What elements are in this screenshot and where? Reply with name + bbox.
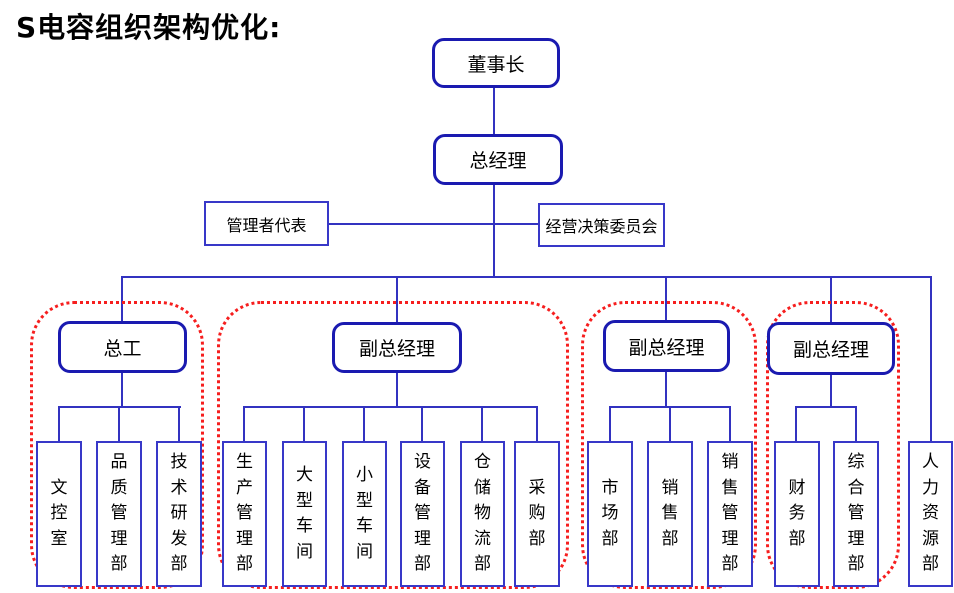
connector-child-drop [795,406,797,441]
node-deputy-gm-2: 副总经理 [603,320,730,372]
connector-bus-drop-4 [830,277,832,323]
connector-children-2 [243,406,538,408]
leaf-large-workshop: 大型车间 [282,441,327,587]
leaf-sales-management: 销售管理部 [707,441,753,587]
group-outline-4 [766,301,900,589]
leaf-sales: 销售部 [647,441,693,587]
connector-child-drop [536,406,538,441]
connector-child-drop [669,406,671,441]
connector-child-drop [609,406,611,441]
leaf-warehouse-logistics: 仓储物流部 [460,441,505,587]
leaf-label: 大型车间 [295,465,313,562]
connector-child-drop [178,406,180,441]
connector-child-drop [421,406,423,441]
leaf-label: 技术研发部 [170,452,188,575]
leaf-label: 文控室 [50,477,68,549]
leaf-label: 销售部 [661,477,679,549]
leaf-marketing: 市场部 [587,441,633,587]
node-decision-committee: 经营决策委员会 [538,203,665,247]
connector-head-drop-4 [830,374,832,408]
node-deputy-gm-3: 副总经理 [767,322,895,375]
page-title: S电容组织架构优化: [16,11,282,44]
connector-bus-drop-1 [121,277,123,322]
connector-gm-bus [493,185,495,278]
leaf-label: 小型车间 [355,465,373,562]
connector-child-drop [243,406,245,441]
node-deputy-gm-1: 副总经理 [332,322,462,373]
group-outline-3 [581,301,757,589]
connector-head-drop-2 [396,371,398,408]
leaf-equipment-management: 设备管理部 [400,441,445,587]
connector-child-drop [729,406,731,441]
leaf-label: 生产管理部 [235,452,253,575]
leaf-general-management: 综合管理部 [833,441,879,587]
connector-bus-drop-3 [665,277,667,321]
connector-child-drop [363,406,365,441]
leaf-label: 综合管理部 [847,452,865,575]
leaf-label: 市场部 [601,477,619,549]
leaf-doc-control-room: 文控室 [36,441,82,587]
connector-bus-drop-2 [396,277,398,323]
connector-bus-drop-hr [930,277,932,441]
connector-child-drop [303,406,305,441]
leaf-production-management: 生产管理部 [222,441,267,587]
node-management-representative: 管理者代表 [204,201,329,246]
leaf-quality-management: 品质管理部 [96,441,142,587]
leaf-small-workshop: 小型车间 [342,441,387,587]
leaf-label: 财务部 [788,477,806,549]
leaf-tech-rnd: 技术研发部 [156,441,202,587]
leaf-label: 人力资源部 [921,452,939,575]
connector-child-drop [855,406,857,441]
group-outline-2 [217,301,569,589]
node-general-manager: 总经理 [433,134,563,185]
connector-child-drop [118,406,120,441]
leaf-finance: 财务部 [774,441,820,587]
connector-head-drop-1 [121,372,123,408]
node-chairman: 董事长 [432,38,560,88]
leaf-label: 销售管理部 [721,452,739,575]
leaf-purchasing: 采购部 [514,441,560,587]
group-outline-1 [30,301,204,589]
connector-child-drop [481,406,483,441]
node-hr-department: 人力资源部 [908,441,953,587]
connector-child-drop [58,406,60,441]
leaf-label: 仓储物流部 [473,452,491,575]
connector-staff-row [329,223,538,225]
connector-children-4 [795,406,857,408]
connector-main-bus [121,276,932,278]
node-chief-engineer: 总工 [58,321,187,373]
connector-chairman-gm [493,88,495,134]
leaf-label: 品质管理部 [110,452,128,575]
leaf-label: 采购部 [528,477,546,549]
connector-head-drop-3 [665,371,667,408]
leaf-label: 设备管理部 [413,452,431,575]
